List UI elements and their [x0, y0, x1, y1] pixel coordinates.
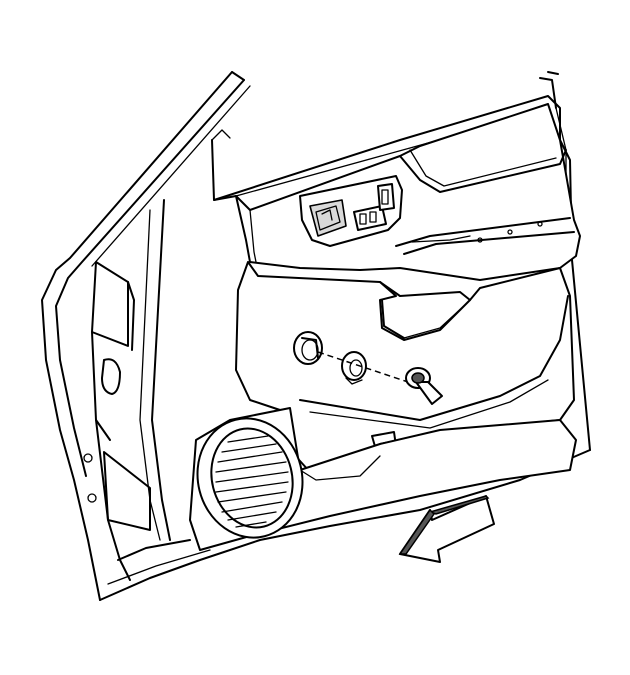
door-handle-bezel — [299, 175, 403, 247]
push-pin-fastener — [405, 367, 443, 405]
retainer-grommet — [341, 351, 367, 385]
speaker-grille — [196, 417, 304, 539]
window-switch — [353, 183, 395, 231]
assembly-line — [317, 351, 415, 385]
front-direction-arrow — [398, 495, 495, 563]
fastener-hole — [293, 331, 323, 365]
